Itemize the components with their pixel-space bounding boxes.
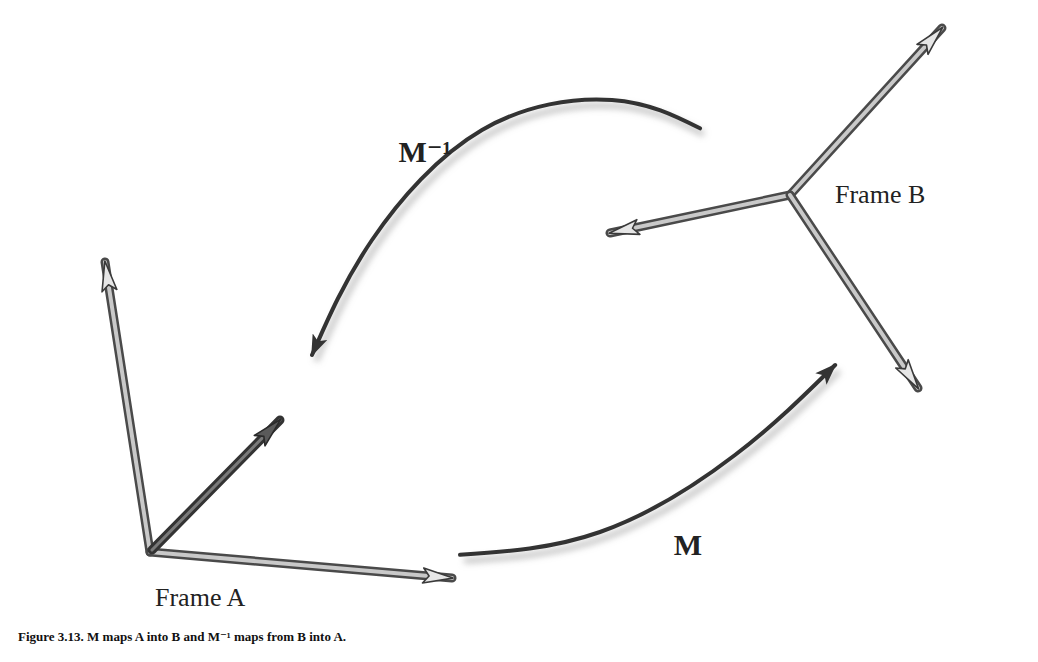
axis-head [105,262,150,552]
axis-head [150,552,452,578]
mapping-arrow [312,99,700,355]
frame-label: Frame B [835,180,925,210]
axis-shaft [790,28,942,195]
arrow-shadow [316,105,704,361]
axis-head [152,420,280,550]
axis-shaft [152,420,280,550]
axis-shaft [610,195,790,233]
axis-shaft [105,262,150,552]
axis-shaft [152,420,280,550]
frame-b-axes [610,28,942,388]
figure-caption: Figure 3.13. M maps A into B and M⁻¹ map… [18,629,346,645]
coordinate-frame: Frame A [90,355,460,625]
transform-label: M [674,528,702,562]
axis-shaft [790,28,942,195]
axis-head [610,195,790,233]
axis-head [790,195,918,388]
axis-head [790,28,942,195]
axis-shaft [790,195,918,388]
arrow-shadow [464,371,839,561]
frame-label: Frame A [155,583,245,613]
axis-shaft [790,195,918,388]
frame-a-axes [105,262,452,578]
mapping-arrow [460,365,835,555]
axis-shaft [150,552,452,578]
axis-shaft [610,195,790,233]
transform-label: M⁻¹ [398,135,451,169]
axis-shaft [105,262,150,552]
coordinate-frame: Frame B [700,22,955,365]
axis-shaft [150,552,452,578]
